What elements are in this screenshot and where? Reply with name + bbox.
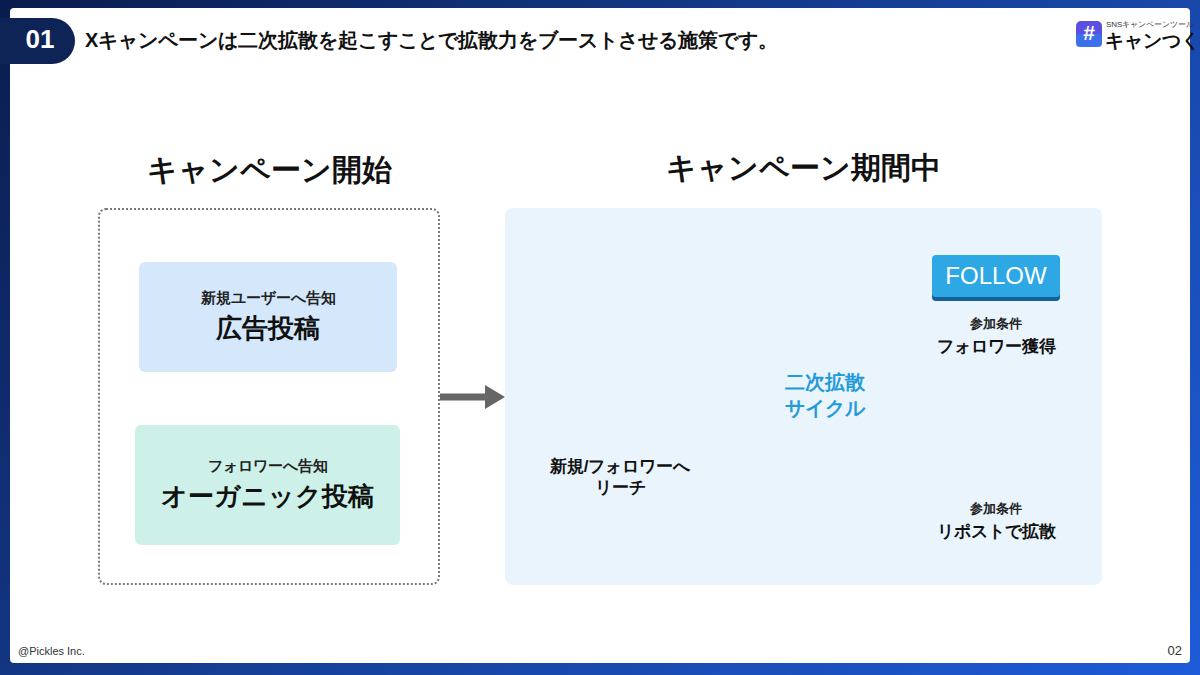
flow-arrow	[440, 394, 493, 401]
box-subtitle: フォロワーへ告知	[208, 456, 328, 476]
box-label: オーガニック投稿	[161, 480, 374, 514]
condition-tag: 参加条件	[936, 501, 1056, 517]
number-badge	[0, 18, 75, 64]
logo-tagline: SNSキャンペーンツール	[1106, 20, 1194, 30]
copyright: @Pickles Inc.	[18, 645, 85, 659]
slide-title: Xキャンペーンは二次拡散を起こすことで拡散力をブーストさせる施策です。	[85, 28, 778, 53]
follow-button: FOLLOW	[932, 255, 1060, 297]
box-label: 広告投稿	[216, 312, 320, 346]
box-subtitle: 新規ユーザーへ告知	[201, 288, 336, 308]
slide-sheet	[10, 8, 1190, 663]
page-number: 02	[1146, 643, 1182, 659]
logo-name: キャンつく	[1105, 29, 1200, 53]
group-heading: キャンペーン期間中	[505, 148, 1102, 187]
box-label: 二次拡散 サイクル	[753, 369, 897, 421]
slide-number: 01	[10, 23, 70, 56]
ad-post-box: 新規ユーザーへ告知広告投稿	[139, 262, 397, 372]
condition-text: リポストで拡散	[916, 521, 1076, 542]
start-group: キャンペーン開始新規ユーザーへ告知広告投稿フォロワーへ告知オーガニック投稿	[98, 208, 440, 585]
cycle-label: 二次拡散 サイクル	[753, 363, 897, 427]
logo-icon	[1076, 21, 1102, 47]
logo-mark: #	[1076, 20, 1102, 46]
condition-tag: 参加条件	[936, 316, 1056, 332]
box-label: FOLLOW	[945, 260, 1046, 291]
organic-post-box: フォロワーへ告知オーガニック投稿	[135, 425, 400, 545]
condition-text: フォロワー獲得	[916, 336, 1076, 357]
reach-caption: 新規/フォロワーへ リーチ	[530, 456, 710, 499]
group-heading: キャンペーン開始	[100, 150, 438, 189]
